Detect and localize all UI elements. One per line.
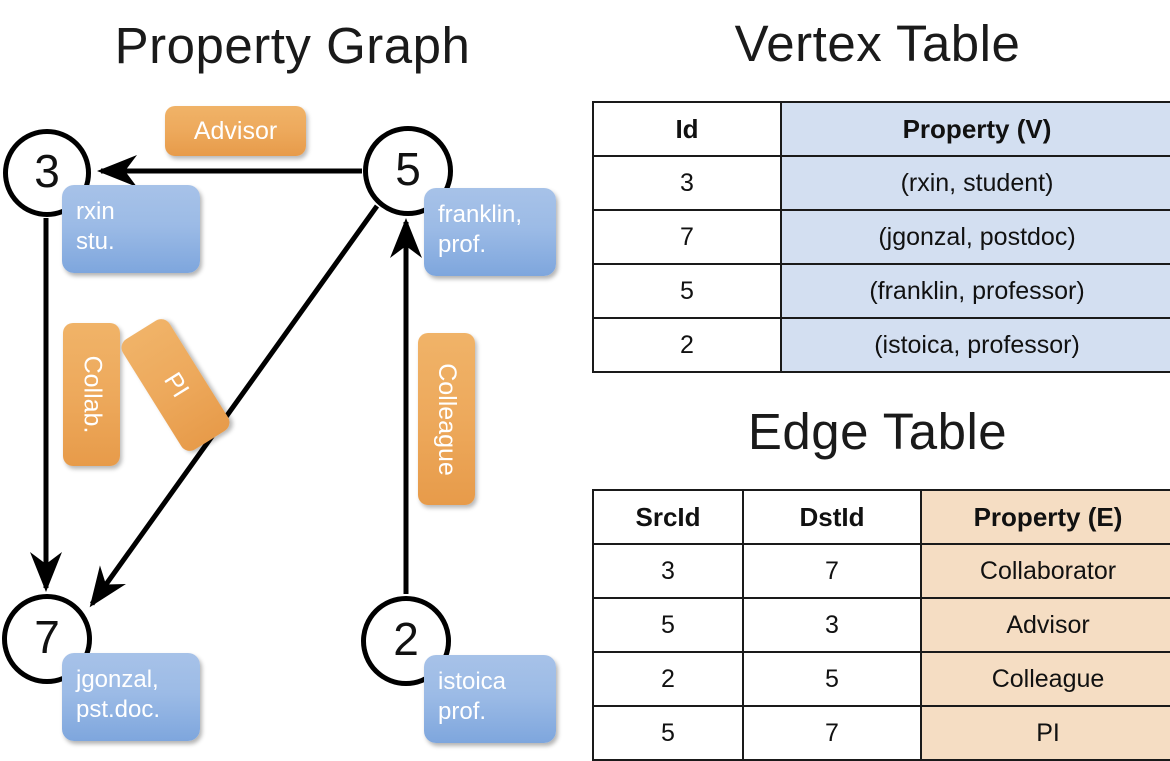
edge-table-header-dstid: DstId bbox=[742, 489, 922, 545]
vertex-table-header-row: Id Property (V) bbox=[592, 101, 1170, 157]
edge-label-box-collab: Collab. bbox=[63, 323, 120, 466]
table-row: 2 5 Colleague bbox=[592, 651, 1170, 707]
vertex-property-box-7: jgonzal, pst.doc. bbox=[62, 653, 200, 741]
graph-node-3-label: 3 bbox=[34, 145, 60, 197]
vertex-property-box-3: rxin stu. bbox=[62, 185, 200, 273]
edge-table-header-property: Property (E) bbox=[920, 489, 1170, 545]
edge-cell-property: Colleague bbox=[920, 651, 1170, 707]
property-graph-diagram: 3 5 7 2 rxin stu. franklin, prof. jgonza… bbox=[0, 0, 585, 760]
edge-cell-srcid: 3 bbox=[592, 543, 744, 599]
edge-cell-property: Collaborator bbox=[920, 543, 1170, 599]
vertex-cell-id: 2 bbox=[592, 317, 782, 373]
edge-cell-property: Advisor bbox=[920, 597, 1170, 653]
vertex-property-line-2: stu. bbox=[76, 228, 115, 255]
page-title-edge-table: Edge Table bbox=[747, 403, 1008, 460]
vertex-cell-id: 3 bbox=[592, 155, 782, 211]
vertex-property-line-1: istoica bbox=[438, 668, 507, 695]
edge-label-box-colleague: Colleague bbox=[418, 333, 475, 505]
edge-table: SrcId DstId Property (E) 3 7 Collaborato… bbox=[592, 489, 1170, 761]
graph-node-5[interactable]: 5 bbox=[363, 126, 453, 216]
vertex-table-header-id: Id bbox=[592, 101, 782, 157]
graph-node-2[interactable]: 2 bbox=[361, 596, 451, 686]
page-title-property-graph: Property Graph bbox=[114, 17, 471, 74]
vertex-table: Id Property (V) 3 (rxin, student) 7 (jgo… bbox=[592, 101, 1170, 373]
vertex-cell-property: (istoica, professor) bbox=[780, 317, 1170, 373]
graph-node-7-label: 7 bbox=[34, 611, 60, 663]
edge-cell-dstid: 5 bbox=[742, 651, 922, 707]
vertex-property-line-2: pst.doc. bbox=[76, 696, 161, 723]
table-row: 3 7 Collaborator bbox=[592, 543, 1170, 599]
edge-cell-srcid: 2 bbox=[592, 651, 744, 707]
edge-cell-dstid: 3 bbox=[742, 597, 922, 653]
table-row: 7 (jgonzal, postdoc) bbox=[592, 209, 1170, 265]
edge-label-text-collab: Collab. bbox=[78, 355, 107, 434]
edge-label-text-colleague: Colleague bbox=[433, 362, 461, 476]
vertex-cell-property: (rxin, student) bbox=[780, 155, 1170, 211]
vertex-cell-property: (jgonzal, postdoc) bbox=[780, 209, 1170, 265]
edge-cell-dstid: 7 bbox=[742, 705, 922, 761]
vertex-cell-id: 7 bbox=[592, 209, 782, 265]
vertex-property-box-5: franklin, prof. bbox=[424, 188, 556, 276]
vertex-property-line-1: rxin bbox=[76, 198, 115, 225]
edge-table-header-srcid: SrcId bbox=[592, 489, 744, 545]
table-row: 3 (rxin, student) bbox=[592, 155, 1170, 211]
edge-label-text-pi: PI bbox=[157, 367, 195, 403]
edge-cell-dstid: 7 bbox=[742, 543, 922, 599]
edge-arrow-pi bbox=[89, 204, 380, 608]
vertex-cell-property: (franklin, professor) bbox=[780, 263, 1170, 319]
vertex-table-header-property: Property (V) bbox=[780, 101, 1170, 157]
table-row: 5 7 PI bbox=[592, 705, 1170, 761]
edge-label-box-advisor: Advisor bbox=[165, 106, 306, 156]
page-title-vertex-table: Vertex Table bbox=[734, 15, 1021, 72]
vertex-cell-id: 5 bbox=[592, 263, 782, 319]
vertex-property-line-2: prof. bbox=[438, 698, 487, 725]
edge-cell-property: PI bbox=[920, 705, 1170, 761]
edge-table-header-row: SrcId DstId Property (E) bbox=[592, 489, 1170, 545]
vertex-property-line-2: prof. bbox=[438, 231, 487, 258]
graph-node-5-label: 5 bbox=[395, 143, 421, 195]
graph-edges-svg bbox=[30, 155, 422, 608]
edge-cell-srcid: 5 bbox=[592, 597, 744, 653]
vertex-property-line-1: jgonzal, bbox=[76, 666, 159, 693]
edge-label-text-advisor: Advisor bbox=[193, 116, 278, 145]
table-row: 2 (istoica, professor) bbox=[592, 317, 1170, 373]
edge-cell-srcid: 5 bbox=[592, 705, 744, 761]
graph-node-2-label: 2 bbox=[393, 613, 419, 665]
table-row: 5 3 Advisor bbox=[592, 597, 1170, 653]
vertex-property-line-1: franklin, bbox=[438, 201, 523, 228]
vertex-property-box-2: istoica prof. bbox=[424, 655, 556, 743]
table-row: 5 (franklin, professor) bbox=[592, 263, 1170, 319]
